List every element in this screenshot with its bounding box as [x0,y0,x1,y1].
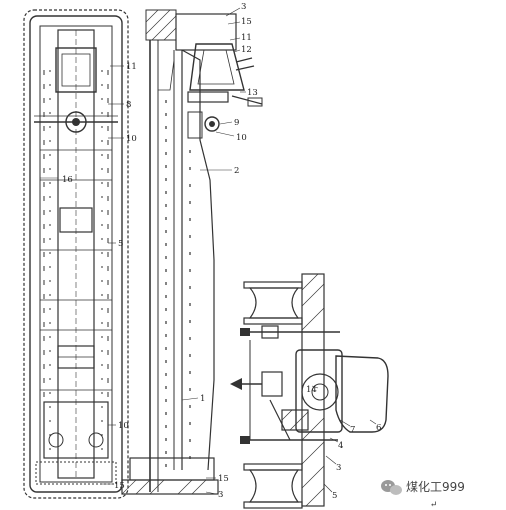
callout-14: 14 [306,385,317,395]
callout-9: 9 [234,118,239,128]
wechat-logo-icon [381,480,402,495]
middle-elevation-drawing [121,7,263,495]
callout-13: 13 [247,88,258,98]
callout-2: 2 [234,166,239,176]
left-frame-callouts: 11 8 10 16 5 10 15 [62,62,137,491]
callout-6: 6 [376,423,381,433]
callout-4: 4 [338,441,343,451]
return-mark: ↵ [430,500,437,510]
left-frame-drawing [23,9,129,499]
callout-15-bottom: 15 [218,474,229,484]
callout-11: 11 [241,33,252,43]
callout-15-top: 15 [241,17,252,27]
callout-5: 5 [118,239,123,249]
callout-7: 7 [350,425,355,435]
right-section-callouts: 14 7 6 4 3 5 [306,385,381,501]
watermark-text: 煤化工999 [406,480,465,494]
callout-3: 3 [336,463,341,473]
callout-16: 16 [62,175,73,185]
callout-11: 11 [126,62,137,72]
callout-1: 1 [200,394,205,404]
callout-10: 10 [126,134,137,144]
callout-8: 8 [126,100,131,110]
watermark: 煤化工999 [381,480,465,495]
callout-10-lower: 10 [118,421,129,431]
right-section-drawing [230,273,389,509]
callout-3-bottom: 3 [218,490,223,500]
middle-elevation-callouts: 3 15 11 12 13 9 10 2 1 15 3 [200,2,258,500]
callout-3-top: 3 [241,2,246,12]
callout-10: 10 [236,133,247,143]
callout-12: 12 [241,45,252,55]
callout-15: 15 [114,481,125,491]
callout-5: 5 [332,491,337,501]
